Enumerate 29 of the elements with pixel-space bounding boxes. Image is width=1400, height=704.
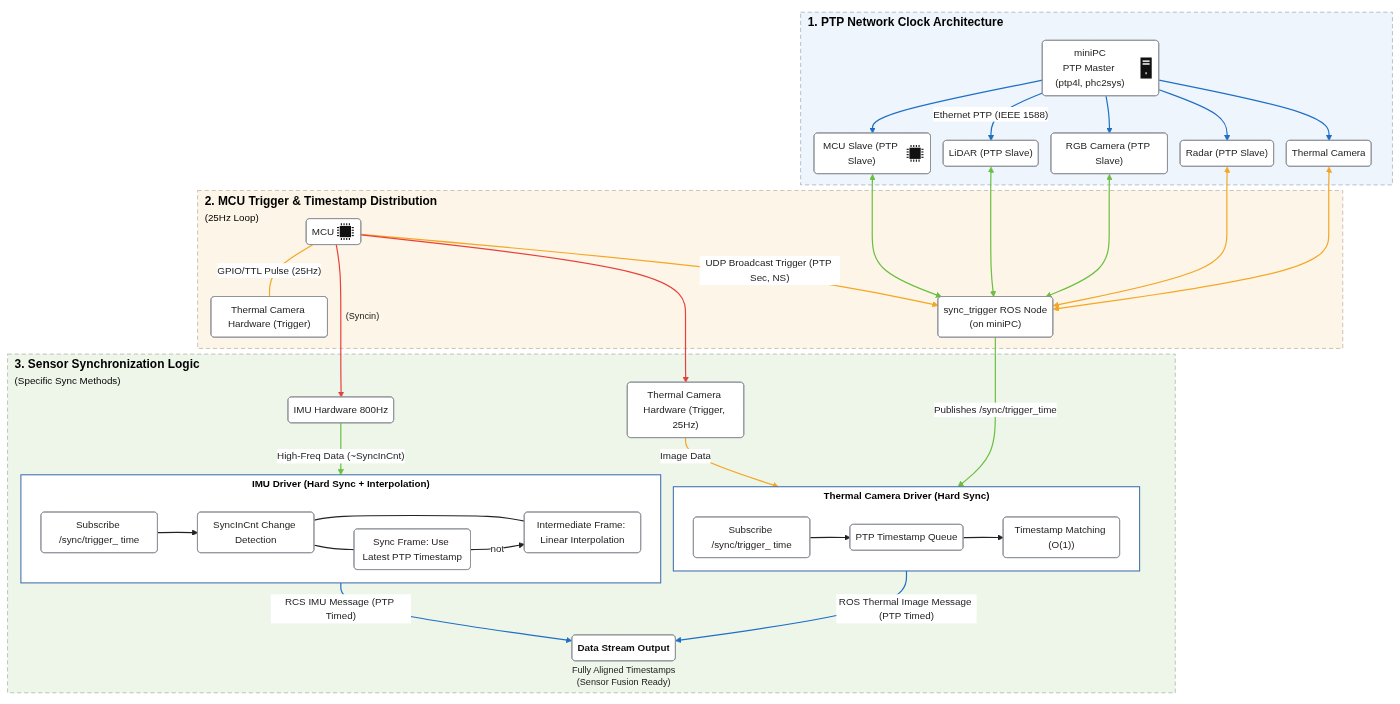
arrow: [869, 79, 1044, 134]
arrow: [1052, 166, 1333, 311]
arrow: [157, 529, 199, 536]
arrow: [360, 233, 939, 307]
edge-label: High-Freq Data (~SyncInCnt): [277, 449, 405, 461]
arrow: [869, 173, 942, 298]
edge-label: ROS Thermal Image Message (PTP Timed): [838, 595, 972, 622]
arrow: [335, 243, 345, 397]
arrow: [1158, 88, 1231, 141]
edge-label: not: [490, 542, 505, 554]
arrow: [1105, 95, 1113, 134]
edge-label: RCS IMU Message (PTP Timed): [284, 595, 394, 622]
edge-label: UDP Broadcast Trigger (PTP Sec, NS): [705, 256, 832, 283]
edge-label: Publishes /sync/trigger_time: [933, 403, 1057, 415]
arrow: [957, 336, 996, 487]
arrow: [809, 533, 851, 541]
edge-label: GPIO/TTL Pulse (25Hz): [217, 264, 322, 276]
edge-label: Image Data: [660, 449, 711, 461]
arrow: [360, 233, 689, 383]
node-caption: (Syncin): [345, 310, 380, 321]
arrow: [1052, 166, 1231, 308]
arrow: [962, 533, 1004, 541]
arrow: [1158, 79, 1333, 141]
connector: [313, 514, 526, 522]
arrow: [1045, 173, 1113, 298]
node-caption: Fully Aligned Timestamps (Sensor Fusion Ready): [571, 663, 676, 687]
connector: [313, 544, 355, 550]
arrow: [987, 166, 997, 297]
edge-label: Ethernet PTP (IEEE 1588): [933, 107, 1049, 120]
